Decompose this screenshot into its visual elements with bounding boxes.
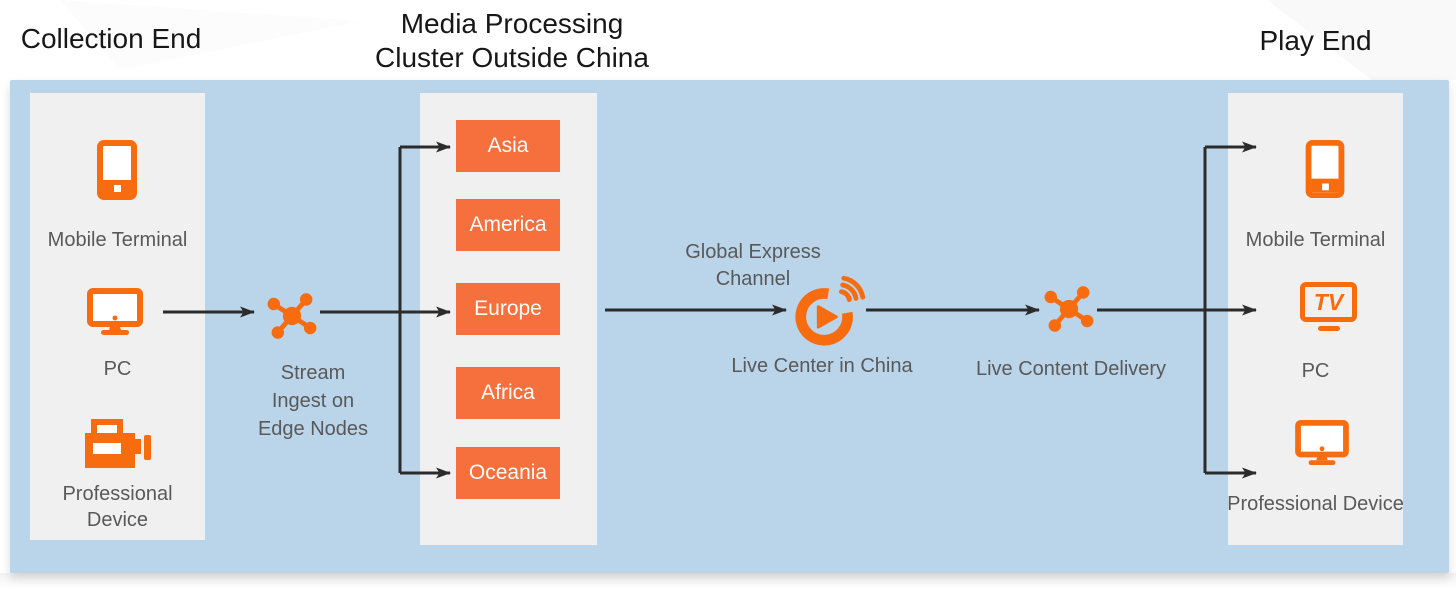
diagram-background — [10, 80, 1449, 573]
tv-icon-text: TV — [1313, 288, 1344, 315]
media-cluster-title-line2: Cluster Outside China — [375, 42, 649, 73]
collection-panel: Mobile Terminal PC Professional Device — [30, 93, 205, 540]
content-delivery-network-icon — [1044, 284, 1094, 339]
smartphone-icon — [1305, 140, 1345, 203]
region-box-africa: Africa — [456, 367, 560, 419]
pc-monitor-icon — [87, 288, 143, 341]
play-pc-label: PC — [1301, 360, 1330, 382]
edge-node-network-icon — [267, 291, 317, 346]
tv-icon: TV — [1300, 282, 1357, 331]
live-delivery-label: Live Content Delivery — [975, 358, 1167, 380]
region-box-europe: Europe — [456, 283, 560, 335]
collection-pc-label: PC — [103, 358, 132, 380]
bottom-shadow — [0, 573, 1456, 589]
region-box-oceania: Oceania — [456, 447, 560, 499]
region-box-asia: Asia — [456, 120, 560, 172]
collection-professional-label: Professional Device — [62, 483, 173, 531]
play-professional-label: Professional Device — [1227, 493, 1404, 515]
collection-mobile-label: Mobile Terminal — [47, 229, 188, 251]
live-center-broadcast-icon — [791, 272, 869, 355]
media-cluster-panel: Asia America Europe Africa Oceania — [420, 93, 597, 545]
region-box-america: America — [456, 199, 560, 251]
play-mobile-label: Mobile Terminal — [1245, 229, 1386, 251]
media-cluster-title: Media Processing Cluster Outside China — [312, 7, 712, 75]
professional-monitor-icon — [1295, 420, 1349, 471]
video-camera-icon — [85, 418, 151, 475]
collection-end-title: Collection End — [20, 23, 202, 54]
media-cluster-title-line1: Media Processing — [400, 8, 624, 39]
play-panel: Mobile Terminal TV PC Professional Devic… — [1227, 93, 1404, 545]
smartphone-icon — [97, 140, 137, 205]
play-end-title: Play End — [1259, 25, 1372, 56]
live-center-label: Live Center in China — [731, 355, 913, 377]
stream-ingest-label: Stream Ingest on Edge Nodes — [257, 362, 369, 440]
global-express-label: Global Express Channel — [685, 241, 821, 290]
